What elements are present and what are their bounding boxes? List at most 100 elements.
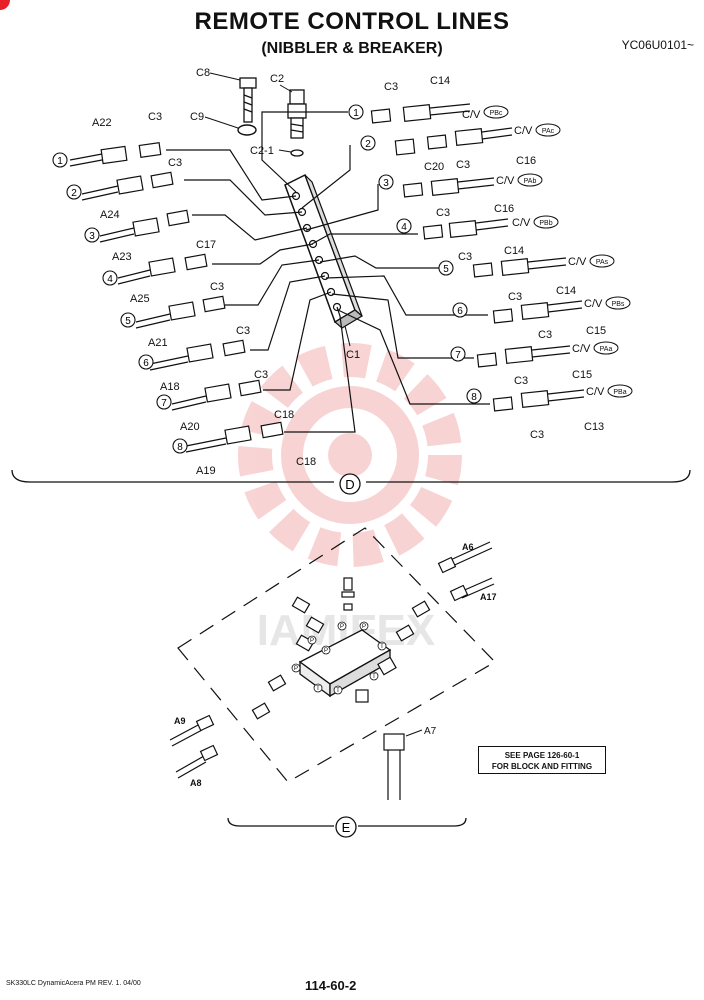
oring-c2-1: [290, 149, 304, 157]
see-page-line-1: SEE PAGE 126-60-1: [504, 751, 580, 760]
label-left-c3-5: C3: [236, 325, 250, 337]
port-pab: PAb: [524, 178, 537, 185]
bolt-c8: [239, 77, 257, 123]
view-label-d: D: [345, 477, 354, 492]
right-num-1: 1: [353, 108, 359, 119]
doc-code: YC06U0101~: [621, 38, 694, 52]
left-labels: A22 C3 A24 C3 A23 C17 A25 C3 A21 C3 A18 …: [92, 111, 316, 477]
label-a9: A9: [174, 716, 186, 726]
marker-t-1: T: [380, 644, 384, 650]
label-c15-2: C15: [572, 369, 592, 381]
marker-p-1: P: [310, 638, 314, 644]
right-num-3: 3: [383, 178, 389, 189]
label-a17: A17: [480, 592, 497, 602]
label-c14-2: C14: [504, 245, 524, 257]
corner-badge: [0, 0, 10, 10]
label-c15-1: C15: [586, 325, 606, 337]
label-left-c3-6: C3: [254, 369, 268, 381]
marker-p-4: P: [362, 624, 366, 630]
label-right-c3-7: C3: [514, 375, 528, 387]
left-num-7: 7: [161, 398, 167, 409]
label-cv-1: C/V: [462, 109, 481, 121]
label-right-c3-6: C3: [538, 329, 552, 341]
view-label-e: E: [342, 820, 351, 835]
see-page-note: SEE PAGE 126-60-1 FOR BLOCK AND FITTING: [478, 746, 606, 774]
page-title: REMOTE CONTROL LINES: [194, 8, 510, 35]
label-a22: A22: [92, 117, 112, 129]
block-e-port-markers: P P P P P T T T T: [291, 621, 387, 695]
marker-p-3: P: [340, 624, 344, 630]
routing-lines: [166, 111, 490, 433]
right-num-6: 6: [457, 306, 463, 317]
label-c14-1: C14: [430, 75, 450, 87]
label-c8: C8: [196, 67, 210, 79]
block-e-fittings: [251, 577, 431, 720]
right-num-2: 2: [365, 139, 371, 150]
left-num-8: 8: [177, 442, 183, 453]
left-num-6: 6: [143, 358, 149, 369]
label-a25: A25: [130, 293, 150, 305]
label-right-c3-4: C3: [458, 251, 472, 263]
port-pac: PAc: [542, 128, 555, 135]
view-bracket-d: [11, 469, 691, 495]
label-c13: C13: [584, 421, 604, 433]
label-c20: C20: [424, 161, 444, 173]
label-c2: C2: [270, 73, 284, 85]
label-c17: C17: [196, 239, 216, 251]
see-page-line-2: FOR BLOCK AND FITTING: [491, 762, 593, 771]
label-left-c3-1: C3: [148, 111, 162, 123]
port-paa: PAa: [600, 346, 613, 353]
label-a8: A8: [190, 778, 202, 788]
right-num-8: 8: [471, 392, 477, 403]
label-a18: A18: [160, 381, 180, 393]
label-cv-3: C/V: [496, 175, 515, 187]
label-cv-6: C/V: [584, 298, 603, 310]
left-num-5: 5: [125, 316, 131, 327]
label-a6: A6: [462, 542, 474, 552]
label-a20: A20: [180, 421, 200, 433]
label-right-c3-1: C3: [384, 81, 398, 93]
label-right-c3-3: C3: [436, 207, 450, 219]
right-hose-assemblies: [370, 103, 585, 412]
right-num-7: 7: [455, 350, 461, 361]
label-cv-5: C/V: [568, 256, 587, 268]
label-c1: C1: [346, 349, 360, 361]
label-a19: A19: [196, 465, 216, 477]
port-pas: PAs: [596, 259, 609, 266]
label-c18-1: C18: [274, 409, 294, 421]
manifold-block-d: [284, 173, 364, 329]
section-e-hoses: [169, 541, 495, 800]
label-cv-2: C/V: [514, 125, 533, 137]
port-pbb: PBb: [539, 220, 552, 227]
left-hose-assemblies: [69, 141, 284, 453]
port-ovals: PBc PAc PAb PBb PAs PBs PAa PBa: [483, 105, 633, 398]
label-c16-1: C16: [516, 155, 536, 167]
label-left-c3-2: C3: [168, 157, 182, 169]
left-line-numbers: 1 2 3 4 5 6 7 8: [52, 152, 188, 454]
label-a7: A7: [424, 726, 437, 737]
manifold-block-e: [298, 629, 392, 698]
right-line-numbers: 1 2 3 4 5 6 7 8: [348, 104, 482, 404]
a7-leader: [405, 729, 423, 737]
view-bracket-e: [227, 816, 467, 838]
label-a23: A23: [112, 251, 132, 263]
right-num-4: 4: [401, 222, 407, 233]
label-c18-2: C18: [296, 456, 316, 468]
label-left-c3-4: C3: [210, 281, 224, 293]
label-a21: A21: [148, 337, 168, 349]
marker-t-4: T: [336, 688, 340, 694]
left-num-3: 3: [89, 231, 95, 242]
label-c9: C9: [190, 111, 204, 123]
footer-doc-ref: SK330LC DynamicAcera PM REV. 1. 04/00: [6, 980, 141, 987]
marker-t-2: T: [372, 674, 376, 680]
section-e-frame: [177, 527, 496, 783]
label-cv-8: C/V: [586, 386, 605, 398]
label-right-c3-2: C3: [456, 159, 470, 171]
left-num-4: 4: [107, 274, 113, 285]
fitting-c2: [287, 89, 307, 139]
marker-p-5: P: [294, 666, 298, 672]
port-pbc: PBc: [490, 110, 503, 117]
watermark-gear: [238, 343, 462, 567]
marker-t-3: T: [316, 686, 320, 692]
label-c14-3: C14: [556, 285, 576, 297]
